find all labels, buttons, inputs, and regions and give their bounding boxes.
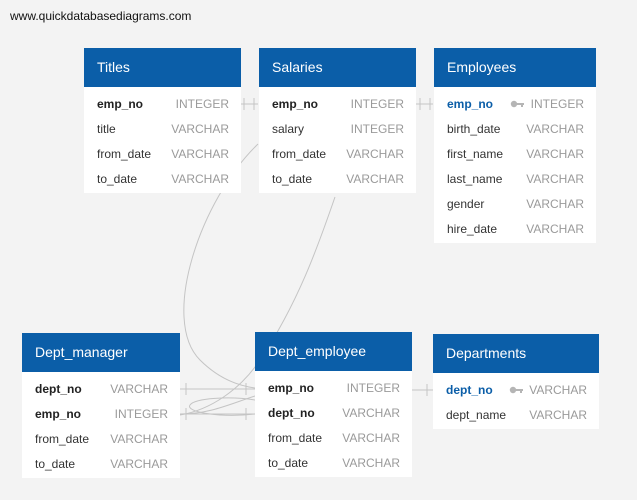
field-name: dept_no	[268, 406, 315, 420]
field-type: VARCHAR	[526, 197, 584, 211]
field-row[interactable]: emp_no INTEGER	[434, 91, 596, 116]
field-name: to_date	[268, 456, 309, 470]
field-type: VARCHAR	[171, 147, 229, 161]
field-type: VARCHAR	[526, 147, 584, 161]
field-type: VARCHAR	[526, 222, 584, 236]
field-row[interactable]: gender VARCHAR	[434, 191, 596, 216]
field-row[interactable]: emp_no INTEGER	[84, 91, 241, 116]
field-name: from_date	[272, 147, 327, 161]
field-row[interactable]: dept_name VARCHAR	[433, 402, 599, 427]
field-row[interactable]: dept_no VARCHAR	[22, 376, 180, 401]
field-name: to_date	[97, 172, 138, 186]
field-row[interactable]: last_name VARCHAR	[434, 166, 596, 191]
field-row[interactable]: emp_no INTEGER	[255, 375, 412, 400]
field-type: INTEGER	[350, 97, 404, 111]
table-departments[interactable]: Departments dept_no VARCHAR dept_name VAR…	[433, 334, 599, 429]
watermark: www.quickdatabasediagrams.com	[10, 9, 192, 23]
field-name: from_date	[35, 432, 90, 446]
field-name: last_name	[447, 172, 503, 186]
field-type: VARCHAR	[110, 432, 168, 446]
table-title: Dept_employee	[255, 332, 412, 371]
field-name: dept_no	[446, 383, 493, 397]
field-name: birth_date	[447, 122, 501, 136]
field-row[interactable]: to_date VARCHAR	[259, 166, 416, 191]
field-row[interactable]: to_date VARCHAR	[84, 166, 241, 191]
field-type: VARCHAR	[526, 172, 584, 186]
field-row[interactable]: from_date VARCHAR	[255, 425, 412, 450]
field-row[interactable]: emp_no INTEGER	[22, 401, 180, 426]
field-type: VARCHAR	[529, 408, 587, 422]
field-type: INTEGER	[114, 407, 168, 421]
field-row[interactable]: title VARCHAR	[84, 116, 241, 141]
field-row[interactable]: birth_date VARCHAR	[434, 116, 596, 141]
field-type: VARCHAR	[171, 172, 229, 186]
field-name: from_date	[268, 431, 323, 445]
field-row[interactable]: emp_no INTEGER	[259, 91, 416, 116]
field-row[interactable]: from_date VARCHAR	[259, 141, 416, 166]
field-name: salary	[272, 122, 305, 136]
link-loop	[189, 397, 256, 416]
field-type: VARCHAR	[346, 172, 404, 186]
field-name: to_date	[272, 172, 313, 186]
field-row[interactable]: from_date VARCHAR	[84, 141, 241, 166]
field-row[interactable]: dept_no VARCHAR	[433, 377, 599, 402]
key-icon	[509, 386, 523, 394]
field-name: hire_date	[447, 222, 498, 236]
table-title: Departments	[433, 334, 599, 373]
field-name: from_date	[97, 147, 152, 161]
field-type: VARCHAR	[529, 383, 587, 397]
field-row[interactable]: to_date VARCHAR	[22, 451, 180, 476]
field-row[interactable]: dept_no VARCHAR	[255, 400, 412, 425]
field-type: VARCHAR	[342, 456, 400, 470]
field-type: INTEGER	[175, 97, 229, 111]
field-name: dept_name	[446, 408, 507, 422]
field-name: emp_no	[35, 407, 82, 421]
field-name: emp_no	[447, 97, 494, 111]
table-title: Employees	[434, 48, 596, 87]
field-name: gender	[447, 197, 485, 211]
key-icon	[510, 100, 524, 108]
field-type: VARCHAR	[342, 406, 400, 420]
field-name: title	[97, 122, 116, 136]
field-row[interactable]: to_date VARCHAR	[255, 450, 412, 475]
table-title: Dept_manager	[22, 333, 180, 372]
field-type: VARCHAR	[110, 457, 168, 471]
field-type: VARCHAR	[526, 122, 584, 136]
field-type: VARCHAR	[110, 382, 168, 396]
field-type: VARCHAR	[346, 147, 404, 161]
field-name: first_name	[447, 147, 504, 161]
field-name: emp_no	[97, 97, 144, 111]
field-name: dept_no	[35, 382, 82, 396]
field-row[interactable]: hire_date VARCHAR	[434, 216, 596, 241]
table-title: Titles	[84, 48, 241, 87]
field-row[interactable]: salary INTEGER	[259, 116, 416, 141]
field-row[interactable]: first_name VARCHAR	[434, 141, 596, 166]
field-name: to_date	[35, 457, 76, 471]
table-title: Salaries	[259, 48, 416, 87]
field-name: emp_no	[272, 97, 319, 111]
field-type: INTEGER	[346, 381, 400, 395]
field-type: VARCHAR	[171, 122, 229, 136]
field-name: emp_no	[268, 381, 315, 395]
field-row[interactable]: from_date VARCHAR	[22, 426, 180, 451]
field-type: VARCHAR	[342, 431, 400, 445]
field-type: INTEGER	[530, 97, 584, 111]
field-type: INTEGER	[350, 122, 404, 136]
